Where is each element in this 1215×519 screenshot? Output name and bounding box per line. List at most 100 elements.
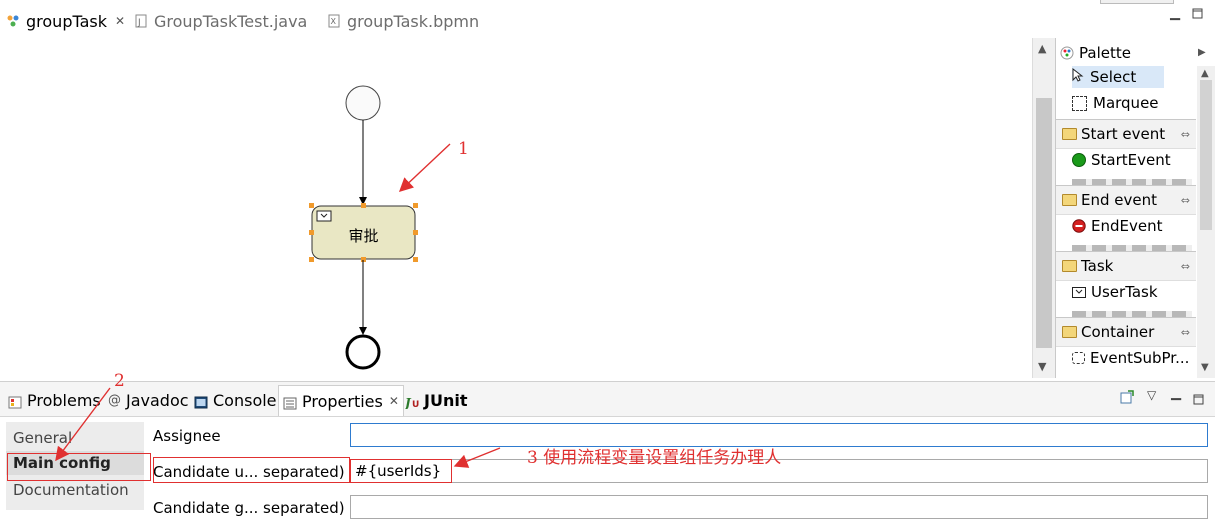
close-icon[interactable]: ✕ [388, 394, 399, 408]
palette-tool-select[interactable]: Select [1072, 66, 1164, 88]
item-label: UserTask [1091, 283, 1158, 301]
tab-label: Properties [302, 391, 383, 411]
scroll-up-icon[interactable]: ▲ [1201, 68, 1209, 79]
scrollbar-thumb[interactable] [1036, 98, 1052, 348]
pin-icon[interactable]: ⇔ [1180, 127, 1190, 141]
maximize-icon[interactable] [1192, 8, 1203, 23]
diagram-canvas[interactable]: 审批 1 [0, 38, 1032, 378]
annotation-arrow-3 [453, 447, 501, 468]
item-label: StartEvent [1091, 151, 1171, 169]
palette-item-usertask[interactable]: UserTask [1072, 281, 1158, 303]
annotation-3: 3 使用流程变量设置组任务办理人 [527, 448, 782, 468]
folder-icon [1062, 326, 1077, 338]
tab-javadoc[interactable]: @ Javadoc [108, 388, 189, 412]
palette-item-startevent[interactable]: StartEvent [1072, 149, 1171, 171]
assignee-label: Assignee [153, 427, 221, 445]
properties-section-list: General Main config Documentation [6, 422, 144, 510]
section-documentation[interactable]: Documentation [13, 481, 129, 499]
tool-label: Select [1090, 68, 1137, 86]
properties-icon [283, 395, 297, 409]
scroll-up-icon[interactable]: ▲ [1038, 42, 1047, 55]
problems-icon [8, 394, 22, 408]
tab-label: JUnit [424, 390, 468, 410]
folder-icon [1062, 128, 1077, 140]
tool-label: Marquee [1093, 94, 1159, 112]
highlight-candidate-label [153, 457, 350, 483]
scroll-down-icon[interactable]: ▼ [1201, 362, 1209, 373]
palette-icon [1060, 46, 1074, 60]
palette-hidden-item [1072, 245, 1192, 251]
group-label: Task [1081, 257, 1114, 275]
section-main-config[interactable]: Main config [6, 451, 144, 475]
group-label: Start event [1081, 125, 1166, 143]
tab-console[interactable]: Console [194, 388, 277, 412]
palette-group-task[interactable]: Task ⇔ [1056, 251, 1196, 281]
select-arrow-icon [1072, 67, 1086, 86]
palette-group-start-event[interactable]: Start event ⇔ [1056, 119, 1196, 149]
tab-grouptask[interactable]: groupTask ✕ [6, 6, 125, 36]
maximize-icon[interactable] [1193, 391, 1204, 409]
tab-grouptask-bpmn[interactable]: X groupTask.bpmn [327, 6, 479, 36]
minimize-icon[interactable]: ▁ [1171, 386, 1181, 401]
annotation-2: 2 [114, 371, 125, 391]
pin-icon[interactable]: ⇔ [1180, 259, 1190, 273]
section-general[interactable]: General [13, 429, 73, 447]
palette-title: Palette [1079, 44, 1131, 62]
tab-label: Console [213, 390, 277, 410]
user-task[interactable] [309, 203, 418, 262]
assignee-input[interactable] [350, 423, 1208, 447]
tab-label: GroupTaskTest.java [154, 11, 308, 31]
pin-icon[interactable]: ⇔ [1180, 325, 1190, 339]
svg-text:X: X [331, 17, 337, 26]
tab-grouptasktest-java[interactable]: J GroupTaskTest.java [134, 6, 307, 36]
highlight-candidate-value [350, 459, 452, 483]
toolbar-fragment [1100, 0, 1174, 4]
item-label: EndEvent [1091, 217, 1163, 235]
minimize-icon[interactable]: ▁ [1170, 6, 1180, 21]
palette-hidden-item [1072, 179, 1192, 185]
scrollbar-thumb[interactable] [1200, 80, 1212, 230]
view-menu-icon[interactable]: ▽ [1147, 388, 1157, 402]
annotation-arrow-1 [398, 143, 451, 192]
palette-hidden-item [1072, 311, 1192, 317]
event-subprocess-icon [1072, 352, 1085, 364]
candidate-users-input[interactable]: #{userIds} [350, 459, 1208, 483]
palette-group-end-event[interactable]: End event ⇔ [1056, 185, 1196, 215]
java-file-icon: J [134, 14, 148, 28]
tab-problems[interactable]: Problems [8, 388, 101, 412]
canvas-scrollbar[interactable]: ▲ ▼ [1032, 38, 1055, 378]
xml-file-icon: X [327, 14, 341, 28]
folder-icon [1062, 260, 1077, 272]
tab-label: groupTask.bpmn [347, 11, 480, 31]
palette-scrollbar[interactable]: ▲ ▼ [1197, 66, 1215, 378]
pin-icon[interactable]: ⇔ [1180, 193, 1190, 207]
annotation-arrow-2 [55, 387, 111, 462]
tab-label: Problems [27, 390, 101, 410]
marquee-icon [1072, 95, 1087, 111]
highlight-main-config [7, 453, 151, 481]
candidate-users-label: Candidate u... separated) [153, 463, 345, 481]
end-event[interactable] [345, 334, 381, 370]
start-event-icon [1072, 153, 1086, 167]
scroll-down-icon[interactable]: ▼ [1038, 360, 1047, 373]
tab-label: Javadoc [126, 390, 189, 410]
item-label: EventSubPr... [1090, 349, 1190, 367]
group-label: Container [1081, 323, 1155, 341]
task-label: 审批 [348, 227, 379, 245]
palette-collapse-icon[interactable]: ▶ [1198, 47, 1206, 58]
palette-item-eventsubprocess[interactable]: EventSubPr... [1072, 347, 1189, 369]
palette-tool-marquee[interactable]: Marquee [1072, 92, 1159, 114]
pin-view-icon[interactable] [1120, 390, 1134, 408]
palette-item-endevent[interactable]: EndEvent [1072, 215, 1162, 237]
close-icon[interactable]: ✕ [115, 14, 126, 28]
palette-panel: Palette ▶ Select Marquee Start event ⇔ S… [1055, 38, 1215, 378]
palette-group-container[interactable]: Container ⇔ [1056, 317, 1196, 347]
group-label: End event [1081, 191, 1157, 209]
tab-properties[interactable]: Properties ✕ [278, 385, 404, 416]
palette-header[interactable]: Palette [1060, 44, 1131, 62]
bottom-tab-bar: Problems @ Javadoc Console Properties ✕ … [0, 381, 1215, 417]
end-event-icon [1072, 219, 1086, 233]
